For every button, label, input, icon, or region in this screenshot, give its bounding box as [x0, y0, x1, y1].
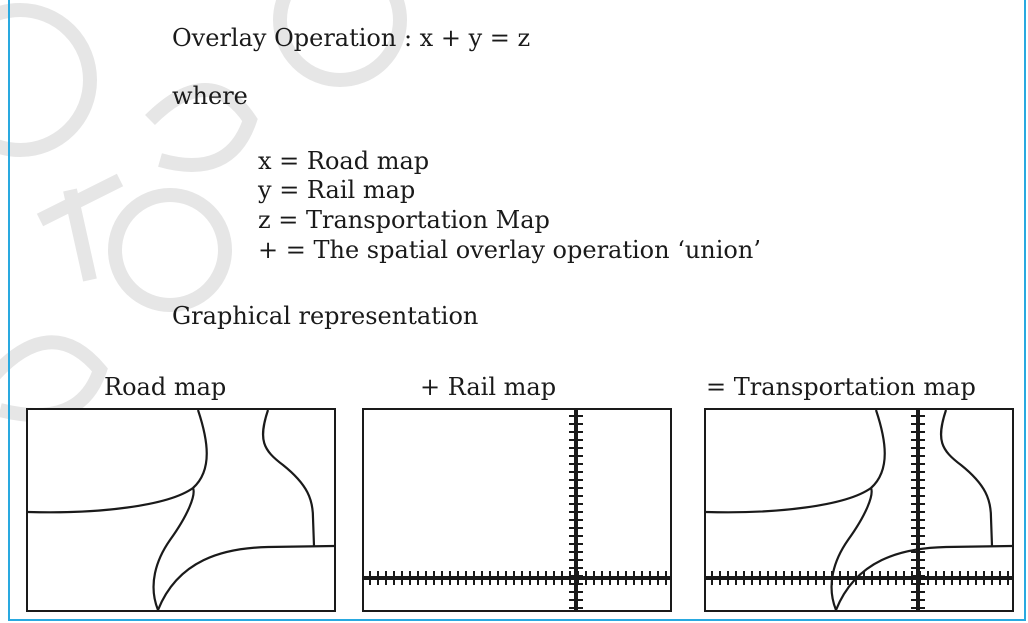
content-frame: [8, 0, 1026, 621]
definition-z: z = Transportation Map: [258, 206, 550, 234]
road-line: [152, 487, 195, 610]
road-line: [261, 410, 316, 547]
transportation-map-panel: [704, 408, 1014, 612]
road-line: [830, 487, 873, 610]
overlay-formula: Overlay Operation : x + y = z: [172, 24, 531, 52]
definition-y: y = Rail map: [258, 176, 416, 204]
rail-map-drawing: [364, 410, 670, 610]
where-label: where: [172, 82, 248, 110]
definition-x: x = Road map: [258, 147, 430, 175]
road-map-panel: [26, 408, 336, 612]
road-map-drawing: [28, 410, 334, 610]
road-line: [28, 410, 208, 514]
road-line: [939, 410, 994, 547]
road-line: [834, 544, 1012, 610]
road-line: [156, 544, 334, 610]
definition-plus: + = The spatial overlay operation ‘union…: [258, 236, 761, 264]
road-line: [706, 410, 886, 514]
transportation-map-caption: = Transportation map: [706, 373, 976, 401]
graphical-heading: Graphical representation: [172, 302, 479, 330]
rail-map-caption: + Rail map: [420, 373, 557, 401]
transportation-map-drawing: [706, 410, 1012, 610]
road-map-caption: Road map: [104, 373, 227, 401]
rail-map-panel: [362, 408, 672, 612]
